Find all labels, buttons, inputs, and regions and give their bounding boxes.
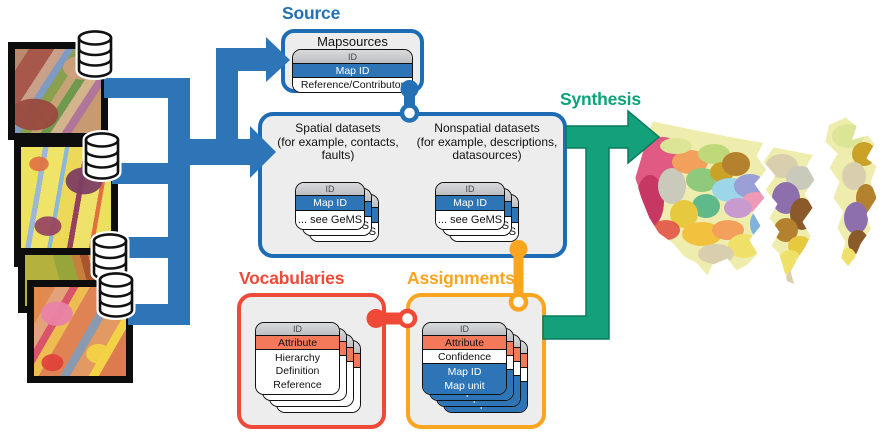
row-map-id-unit: Map ID Map unit — [423, 363, 506, 394]
nonspatial-datasets-caption: Nonspatial datasets (for example, descri… — [408, 121, 566, 163]
row-attribute: Attribute — [423, 335, 506, 349]
assignments-box: ID Attribute Confidence Map ID Map unit … — [406, 293, 546, 429]
row-map-id: Map ID — [293, 63, 412, 77]
vocabularies-title: Vocabularies — [239, 268, 345, 288]
caption-line: Spatial datasets — [295, 121, 381, 135]
row-id: ID — [296, 183, 364, 195]
assignments-title: Assignments — [407, 268, 515, 288]
vocab-field: Definition — [275, 365, 320, 378]
caption-line: datasources) — [452, 148, 522, 162]
synthesized-us-map — [632, 114, 880, 289]
row-see-gems: ... see GeMS — [296, 210, 364, 229]
nonspatial-datasets-card-stack: ID Map ID ... see GeMS ID Map ID ... see… — [435, 182, 525, 244]
row-reference-contributor: Reference/Contributor — [293, 77, 412, 92]
row-map-id: Map ID — [296, 195, 364, 210]
vocab-field: Hierarchy — [275, 352, 320, 365]
datasets-box: Spatial datasets (for example, contacts,… — [258, 112, 567, 258]
caption-line: (for example, contacts, — [277, 134, 399, 149]
row-confidence: Confidence — [423, 349, 506, 363]
gems-card-front: ID Map ID ... see GeMS — [435, 182, 505, 230]
gems-card-front: ID Map ID ... see GeMS — [295, 182, 365, 230]
assignment-card-front: ID Attribute Confidence Map ID Map unit — [422, 322, 507, 395]
geologic-map-thumbnail-4 — [27, 280, 133, 383]
row-id: ID — [423, 323, 506, 335]
row-attribute: Attribute — [256, 335, 339, 349]
vocabulary-card-front: ID Attribute Hierarchy Definition Refere… — [255, 322, 340, 395]
vocabularies-box: ID Attribute Hierarchy Definition Refere… — [237, 293, 386, 429]
row-see-gems: ... see GeMS — [436, 210, 504, 229]
row-id: ID — [293, 50, 412, 63]
spatial-datasets-caption: Spatial datasets (for example, contacts,… — [262, 121, 414, 163]
vocabulary-card-stack: ID Attribute Hierarchy Definition Refere… — [255, 322, 365, 416]
row-map-id: Map ID — [436, 195, 504, 210]
row-id: ID — [436, 183, 504, 195]
spatial-datasets-card-stack: ID Map ID ... see GeMS ID Map ID ... see… — [295, 182, 385, 244]
row-vocab-fields: Hierarchy Definition Reference — [256, 349, 339, 394]
mapsources-box: Mapsources ID Map ID Reference/Contribut… — [281, 29, 424, 93]
caption-line: (for example, descriptions, — [416, 134, 558, 149]
caption-line: Nonspatial datasets — [434, 121, 540, 135]
source-title: Source — [282, 3, 341, 23]
caption-line: faults) — [321, 148, 355, 162]
map-id-line: Map ID — [447, 366, 482, 378]
geologic-map-thumbnail-1 — [8, 42, 108, 140]
mapsources-card: ID Map ID Reference/Contributor — [292, 49, 413, 93]
row-id: ID — [256, 323, 339, 335]
map-unit-line: Map unit — [444, 380, 485, 392]
assignment-card-stack: ID Attribute Confidence Map ID Map unit … — [422, 322, 532, 420]
vocab-field: Reference — [273, 378, 322, 391]
mapsources-heading: Mapsources — [317, 34, 388, 49]
synthesis-title: Synthesis — [560, 89, 641, 109]
